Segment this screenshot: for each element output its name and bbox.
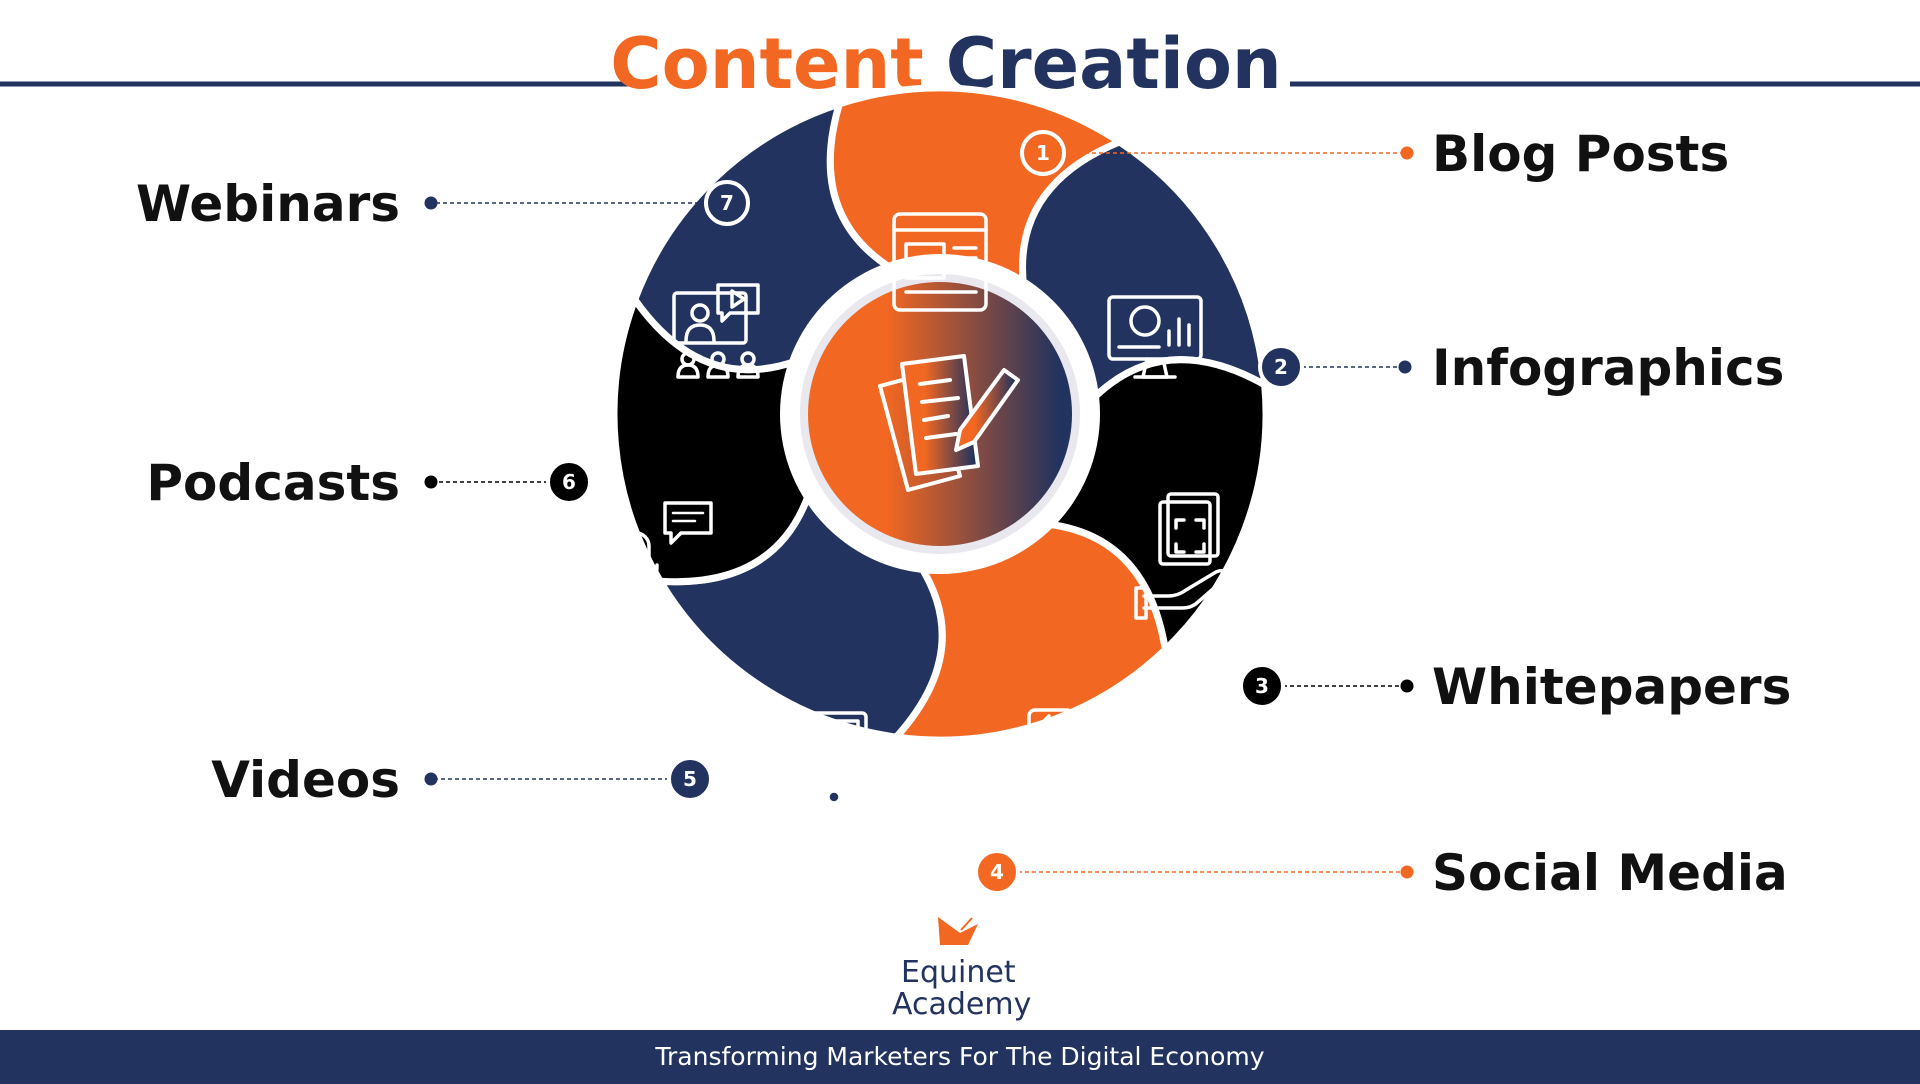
logo-line-2: Academy xyxy=(892,987,1031,1022)
footer-bar xyxy=(0,1030,1920,1084)
badge-number-1: 1 xyxy=(1036,141,1050,165)
number-badge-5 xyxy=(667,756,713,802)
video-player-icon xyxy=(772,711,868,805)
document-pencil-icon xyxy=(878,354,1020,492)
label-social-media: Social Media xyxy=(1432,844,1788,902)
number-badges: 1 2 3 4 5 6 7 xyxy=(546,130,1304,895)
logo-mark-icon xyxy=(938,917,978,945)
whitepaper-hand-icon xyxy=(1134,492,1230,620)
badge-number-5: 5 xyxy=(683,767,697,791)
infographic-monitor-icon xyxy=(1107,295,1203,379)
number-badge-4 xyxy=(974,849,1020,895)
label-infographics: Infographics xyxy=(1432,339,1784,397)
badge-number-6: 6 xyxy=(562,470,576,494)
blog-post-browser-icon xyxy=(892,212,988,312)
segment-labels: Blog PostsInfographicsWhitepapersSocial … xyxy=(136,125,1791,902)
leader-dot-blog-posts xyxy=(1400,146,1414,160)
leader-dot-social-media xyxy=(1400,865,1414,879)
badge-number-4: 4 xyxy=(990,860,1004,884)
label-webinars: Webinars xyxy=(136,175,400,233)
leader-dot-webinars xyxy=(424,196,438,210)
wheel-hub xyxy=(780,254,1100,574)
logo-line-1: Equinet xyxy=(901,955,1016,990)
number-badge-1 xyxy=(1020,130,1066,176)
number-badge-2 xyxy=(1258,344,1304,390)
badge-number-3: 3 xyxy=(1255,674,1269,698)
leader-dot-infographics xyxy=(1398,360,1412,374)
label-podcasts: Podcasts xyxy=(146,454,400,512)
webinar-presenter-icon xyxy=(672,283,760,379)
badge-number-7: 7 xyxy=(720,191,734,215)
number-badge-7 xyxy=(704,180,750,226)
equinet-academy-logo: Equinet Academy xyxy=(892,917,1031,1022)
leader-dot-whitepapers xyxy=(1400,679,1414,693)
footer-tagline: Transforming Marketers For The Digital E… xyxy=(655,1042,1265,1071)
number-badge-3 xyxy=(1239,663,1285,709)
leader-dot-podcasts xyxy=(424,475,438,489)
badge-number-2: 2 xyxy=(1274,355,1288,379)
leader-dot-videos xyxy=(424,772,438,786)
label-videos: Videos xyxy=(211,751,400,809)
label-whitepapers: Whitepapers xyxy=(1432,658,1791,716)
segment-icons xyxy=(613,212,1230,806)
label-blog-posts: Blog Posts xyxy=(1432,125,1729,183)
microphone-chat-icon xyxy=(613,501,713,607)
title-word-content: Content xyxy=(610,23,924,105)
number-badge-6 xyxy=(546,459,592,505)
social-media-icon xyxy=(983,708,1075,806)
